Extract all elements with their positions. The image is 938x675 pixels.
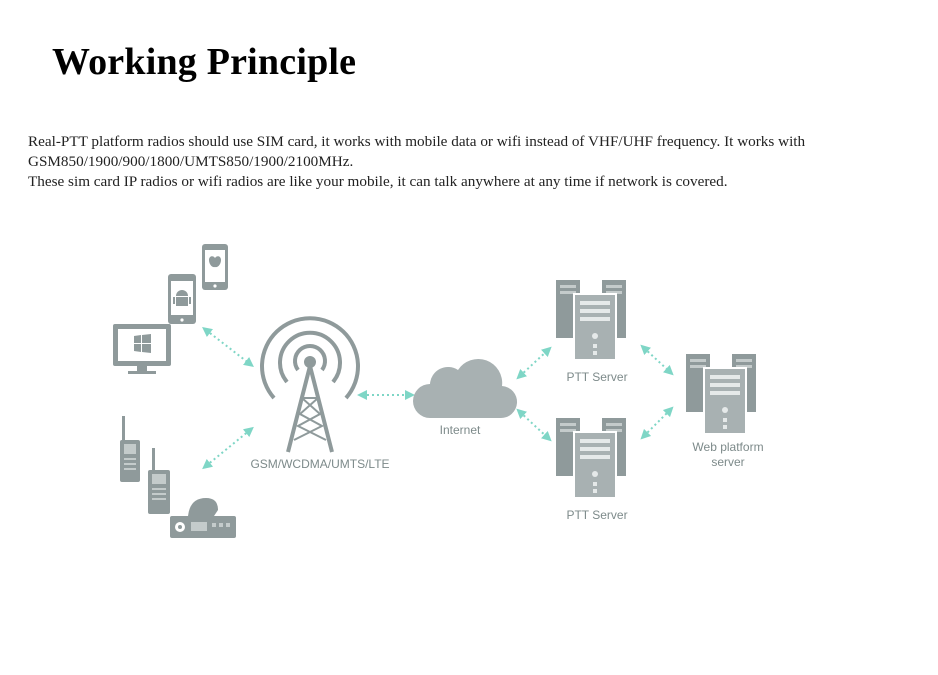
walkie-talkie-icon	[120, 416, 140, 482]
network-diagram: GSM/WCDMA/UMTS/LTE Internet PTT Server P…	[113, 244, 764, 538]
description-line-2: These sim card IP radios or wifi radios …	[28, 173, 728, 190]
description: Real-PTT platform radios should use SIM …	[28, 132, 908, 192]
tower-label: GSM/WCDMA/UMTS/LTE	[250, 457, 389, 471]
apple-phone-icon	[202, 244, 228, 290]
cloud-icon	[413, 358, 518, 419]
internet-label: Internet	[440, 423, 481, 437]
page-title: Working Principle	[52, 41, 357, 83]
ptt-server-bottom-label: PTT Server	[566, 508, 627, 522]
walkie-talkie-icon	[148, 448, 170, 514]
arrow-radios-to-tower	[202, 426, 254, 470]
windows-monitor-icon	[113, 324, 171, 374]
android-phone-icon	[168, 274, 196, 324]
server-icon	[556, 280, 626, 360]
arrow-internet-to-server-top	[516, 346, 552, 380]
web-platform-label-line2: server	[711, 455, 744, 469]
arrow-internet-to-server-bottom	[516, 408, 552, 442]
server-icon	[686, 354, 756, 434]
tower-icon	[260, 316, 360, 453]
arrow-server-top-to-web	[640, 344, 674, 376]
ptt-server-top-label: PTT Server	[566, 370, 627, 384]
web-platform-label-line1: Web platform	[692, 440, 763, 454]
arrow-devices-to-tower	[202, 326, 254, 368]
car-radio-icon	[170, 498, 236, 538]
description-line-1: Real-PTT platform radios should use SIM …	[28, 133, 806, 170]
server-icon	[556, 418, 626, 498]
arrow-server-bottom-to-web	[640, 406, 674, 440]
